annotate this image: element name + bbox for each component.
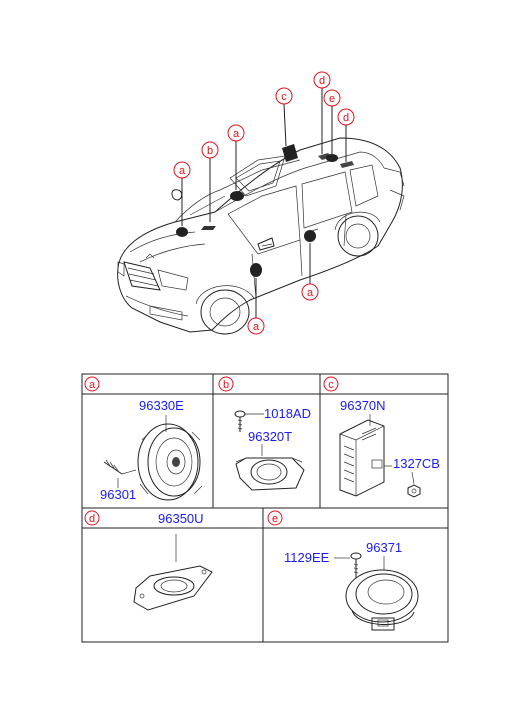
panel-d: d 96350U (84, 510, 213, 611)
nut-1327CB-illustration (407, 471, 421, 498)
callout-leaders (181, 88, 347, 318)
screw-1129EE-illustration (334, 552, 362, 578)
svg-text:d: d (319, 75, 325, 87)
panel-e: e 1129EE 96371 (267, 510, 419, 631)
speaker-mark-a2 (230, 191, 244, 201)
speaker-mark-a4 (304, 230, 316, 242)
screw-1018AD-illustration (234, 410, 264, 432)
speaker-mark-a1 (176, 227, 188, 237)
callout-d1: d (313, 71, 331, 89)
part-1018AD: 1018AD (264, 406, 311, 421)
panel-c-tag: c (323, 376, 339, 392)
panel-d-tag: d (84, 510, 100, 526)
panel-c: c 96370N 1327CB (323, 376, 440, 498)
svg-text:b: b (223, 379, 229, 391)
parts-table (81, 373, 449, 643)
svg-text:d: d (89, 513, 95, 525)
panel-b: b 1018AD 96320T (218, 376, 311, 491)
svg-text:a: a (233, 128, 240, 140)
speaker-96371-illustration (345, 556, 419, 631)
callout-a3: a (247, 317, 265, 335)
panel-b-tag: b (218, 376, 234, 392)
screw-96301-illustration (103, 459, 137, 488)
part-96370N: 96370N (340, 398, 386, 413)
speaker-mark-b (201, 226, 216, 230)
speaker-mark-a3 (250, 263, 262, 277)
panel-a: a 96330E 96301 (84, 376, 203, 502)
speaker-mark-c (282, 144, 298, 162)
svg-text:b: b (207, 145, 213, 157)
callout-a4: a (301, 283, 319, 301)
part-1327CB: 1327CB (393, 456, 440, 471)
amplifier-96370N-illustration (339, 414, 392, 497)
part-96320T: 96320T (248, 429, 292, 444)
svg-text:e: e (272, 513, 278, 525)
svg-text:c: c (281, 91, 287, 103)
svg-text:d: d (343, 112, 349, 124)
part-96301: 96301 (100, 487, 136, 502)
svg-text:a: a (307, 287, 314, 299)
speaker-mark-e (326, 154, 338, 162)
part-96330E: 96330E (139, 398, 184, 413)
car-speaker-marks (176, 144, 354, 277)
tweeter-96320T-illustration (235, 444, 305, 491)
callout-b: b (201, 141, 219, 159)
speaker-mark-d2 (340, 161, 354, 168)
speaker-mark-d1 (318, 153, 332, 160)
svg-text:a: a (253, 321, 260, 333)
svg-text:e: e (329, 93, 335, 105)
panel-e-tag: e (267, 510, 283, 526)
callout-d2: d (337, 108, 355, 126)
door-speaker-illustration (137, 415, 203, 501)
panel-a-tag: a (84, 376, 100, 392)
bracket-96350U-illustration (133, 534, 213, 611)
callout-e: e (323, 89, 341, 107)
part-96371: 96371 (366, 540, 402, 555)
callout-a2: a (227, 124, 245, 142)
callout-a1: a (173, 161, 191, 179)
part-1129EE: 1129EE (284, 550, 330, 565)
callout-c: c (275, 87, 293, 105)
car-illustration (117, 137, 405, 335)
part-96350U: 96350U (158, 511, 204, 526)
svg-text:a: a (89, 379, 96, 391)
svg-text:a: a (179, 165, 186, 177)
svg-text:c: c (328, 379, 334, 391)
